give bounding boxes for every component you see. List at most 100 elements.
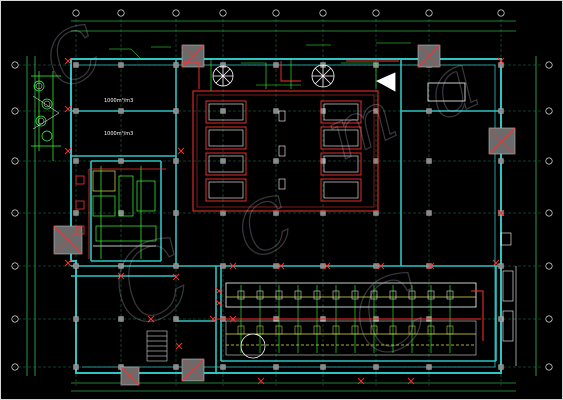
tank-inner [208,155,244,173]
pump-base [332,325,340,335]
axis-bubble-right [545,107,553,115]
shaft-hatch [181,358,205,382]
red-marker [357,377,365,385]
svg-text:C: C [224,179,307,276]
left-dimension-line [26,56,537,376]
column [73,316,79,322]
column [373,364,379,370]
column [118,316,124,322]
red-marker [277,262,285,270]
column [118,158,124,164]
column [373,263,379,269]
tank [320,152,362,176]
column [173,158,179,164]
tank [320,100,362,124]
tank-inner [323,155,359,173]
axis-bubble-top [425,9,433,17]
axis-bubble-left [11,315,19,323]
column [320,158,326,164]
column [426,364,432,370]
column [73,158,79,164]
pump-base [427,325,435,335]
column [118,62,124,68]
tank [205,100,247,124]
red-marker [215,287,223,295]
right-side-fittings [500,232,517,366]
column [173,62,179,68]
red-marker [172,273,180,281]
pump-base [294,325,302,335]
column [498,62,504,68]
shaft-hatch [53,225,83,255]
red-marker [147,315,155,323]
column [118,108,124,114]
column [426,158,432,164]
red-marker [229,262,237,270]
red-marker [497,57,505,65]
top-dimension-line [71,20,516,392]
left-pump-group [31,71,61,161]
pump-base [389,325,397,335]
red-marker [209,315,217,323]
red-marker [175,342,183,350]
axis-bubble-right [545,157,553,165]
column [173,210,179,216]
column [498,108,504,114]
column [498,364,504,370]
pump-head [256,290,264,300]
top-red-pipes [181,60,399,89]
pump-base [275,325,283,335]
tank [205,178,247,202]
red-marker [117,272,125,280]
red-markers [64,57,505,385]
tank [320,126,362,150]
pump-head [389,290,397,300]
column [73,108,79,114]
column [426,210,432,216]
svg-text:C: C [30,8,116,106]
pump-head [446,290,454,300]
pump-head [313,290,321,300]
axis-bubble-left [11,157,19,165]
axis-bubble-left [11,107,19,115]
shaft-hatch [488,127,516,155]
column [220,364,226,370]
red-marker [377,262,385,270]
leader-annotations [109,42,411,60]
svg-text:a: a [410,34,493,138]
column [273,62,279,68]
tank-inner [208,129,244,147]
top-pipe-runs [210,59,377,91]
column [220,263,226,269]
tank [205,126,247,150]
svg-text:C: C [334,251,446,381]
right-top-room-items [376,72,466,102]
pump-head [332,290,340,300]
column [118,210,124,216]
pump-base [237,325,245,335]
column [320,364,326,370]
lower-equipment-room [225,282,477,356]
column [73,263,79,269]
red-marker [323,262,331,270]
lower-right-red-pipes [216,290,484,341]
red-marker [229,315,237,323]
column [320,263,326,269]
axis-bubbles [11,9,553,371]
storage-tanks [205,100,362,202]
column [498,158,504,164]
column [320,108,326,114]
axis-bubble-right [545,61,553,69]
stair-lower-left [146,330,168,362]
axis-bubble-left [11,61,19,69]
column [273,263,279,269]
pump-head [351,290,359,300]
pump-base [408,325,416,335]
column [73,364,79,370]
pump-base [313,325,321,335]
pump-base [256,325,264,335]
axis-bubble-top [172,9,180,17]
column [173,108,179,114]
red-marker [64,105,72,113]
